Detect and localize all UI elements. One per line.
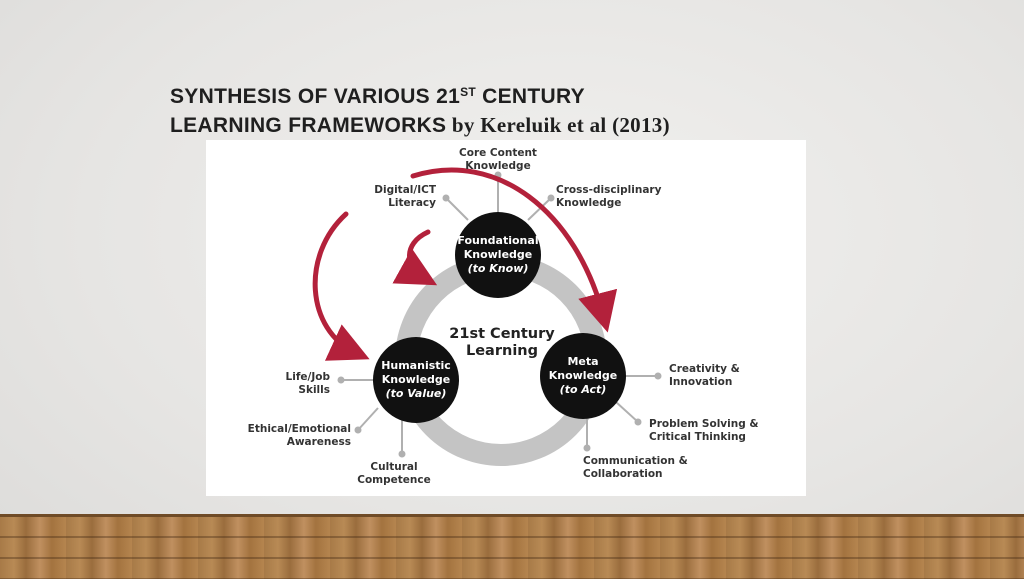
label-cultural: Cultural Competence	[357, 461, 431, 486]
node-humanistic-text: Humanistic Knowledge (to Value)	[381, 359, 451, 400]
node-humanistic	[373, 337, 459, 423]
label-core-content: Core Content Knowledge	[459, 147, 537, 172]
arrow-left-to-humanistic	[312, 211, 370, 361]
title-line2-main: LEARNING FRAMEWORKS	[170, 114, 447, 137]
label-life-job: Life/Job Skills	[285, 371, 330, 396]
node-foundational-text: Foundational Knowledge (to Know)	[457, 234, 539, 275]
arrow-small-to-ring	[392, 229, 438, 286]
dot-communication	[583, 444, 591, 452]
connector-problem-solving	[615, 401, 639, 423]
diagram-graphics	[312, 167, 662, 466]
arrow-digital-to-meta	[410, 167, 618, 333]
dot-digital-ict	[442, 194, 450, 202]
node-meta	[540, 333, 626, 419]
title-superscript: ST	[460, 85, 477, 99]
red-arrows	[312, 167, 618, 361]
label-ethical: Ethical/Emotional Awareness	[247, 423, 351, 448]
connector-digital-ict	[445, 197, 469, 221]
dot-creativity	[654, 372, 662, 380]
node-foundational	[455, 212, 541, 298]
dot-ethical	[354, 426, 362, 434]
connector-lines	[341, 175, 658, 454]
label-cross-disciplinary: Cross-disciplinary Knowledge	[556, 184, 662, 209]
connector-cross-disciplinary	[527, 197, 552, 221]
title-line1-post: CENTURY	[476, 85, 585, 108]
node-meta-text: Meta Knowledge (to Act)	[548, 355, 618, 396]
title-byline: by Kereluik et al (2013)	[446, 113, 670, 137]
label-digital-ict: Digital/ICT Literacy	[374, 184, 436, 209]
connector-ethical	[357, 407, 379, 431]
label-problem-solving: Problem Solving & Critical Thinking	[649, 418, 759, 443]
dot-cultural	[398, 450, 406, 458]
dot-problem-solving	[634, 418, 642, 426]
dot-cross-disciplinary	[547, 194, 555, 202]
label-communication: Communication & Collaboration	[583, 455, 688, 480]
wood-floor-decoration	[0, 514, 1024, 579]
dot-life-job	[337, 376, 345, 384]
center-label: 21st Century Learning	[449, 326, 555, 359]
connector-dots	[337, 171, 662, 458]
learning-framework-diagram: Core Content Knowledge Digital/ICT Liter…	[206, 140, 806, 496]
title-line1-pre: SYNTHESIS OF VARIOUS 21	[170, 85, 461, 108]
slide-title: SYNTHESIS OF VARIOUS 21ST CENTURY LEARNI…	[170, 78, 670, 140]
label-creativity: Creativity & Innovation	[669, 363, 740, 388]
